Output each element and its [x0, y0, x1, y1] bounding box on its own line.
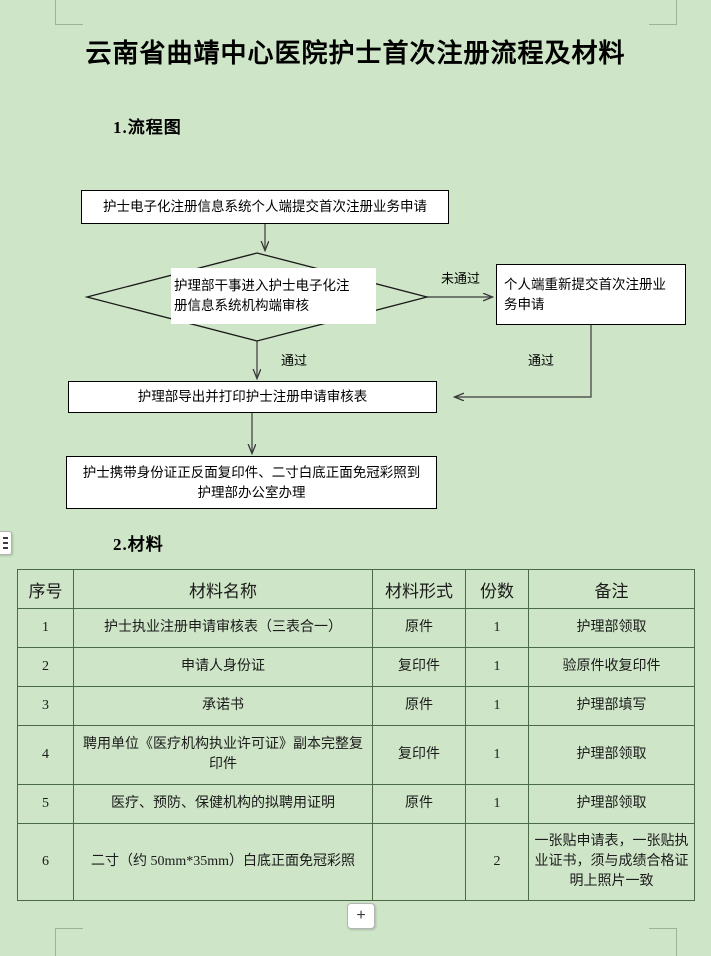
- flow-edge-label-passed-left: 通过: [281, 353, 308, 368]
- flowchart-connectors: [84, 224, 592, 525]
- cell-note: 验原件收复印件: [528, 647, 695, 687]
- table-header-row: 序号 材料名称 材料形式 份数 备注: [17, 569, 695, 609]
- flow-node-submit-application-label: 护士电子化注册信息系统个人端提交首次注册业务申请: [103, 199, 427, 215]
- cell-name: 二寸（约 50mm*35mm）白底正面免冠彩照: [73, 823, 373, 901]
- cell-form: 原件: [372, 686, 466, 726]
- materials-table: 序号 材料名称 材料形式 份数 备注 1 护士执业注册申请审核表（三表合一） 原…: [17, 569, 695, 901]
- flowchart: 护士电子化注册信息系统个人端提交首次注册业务申请 护理部干事进入护士电子化注 册…: [66, 190, 686, 525]
- cell-form: 原件: [372, 608, 466, 648]
- flow-edge-label-passed-right: 通过: [528, 353, 555, 368]
- cell-form: 复印件: [372, 647, 466, 687]
- cell-name: 聘用单位《医疗机构执业许可证》副本完整复印件: [73, 725, 373, 785]
- flow-node-review-decision-line1: 护理部干事进入护士电子化注: [174, 277, 350, 293]
- handle-line-2: [3, 542, 8, 544]
- cell-count: 1: [465, 608, 529, 648]
- flow-node-bring-materials: 护士携带身份证正反面复印件、二寸白底正面免冠彩照到 护理部办公室办理: [66, 456, 437, 509]
- cell-count: 1: [465, 647, 529, 687]
- flow-node-export-print-form-label: 护理部导出并打印护士注册申请审核表: [137, 389, 368, 405]
- add-row-button[interactable]: +: [347, 903, 375, 929]
- table-header-note: 备注: [528, 569, 695, 609]
- cell-index: 2: [17, 647, 74, 687]
- table-row: 1 护士执业注册申请审核表（三表合一） 原件 1 护理部领取: [17, 608, 695, 648]
- cell-note: 护理部领取: [528, 608, 695, 648]
- cell-index: 1: [17, 608, 74, 648]
- flow-node-bring-materials-line1: 护士携带身份证正反面复印件、二寸白底正面免冠彩照到: [82, 464, 421, 480]
- table-row: 6 二寸（约 50mm*35mm）白底正面免冠彩照 2 一张贴申请表，一张贴执业…: [17, 823, 695, 901]
- cell-index: 6: [17, 823, 74, 901]
- handle-line-1: [3, 537, 8, 539]
- flow-node-resubmit-application-line1: 个人端重新提交首次注册业: [504, 276, 666, 292]
- cell-count: 2: [465, 823, 529, 901]
- table-row: 3 承诺书 原件 1 护理部填写: [17, 686, 695, 726]
- cell-note: 护理部填写: [528, 686, 695, 726]
- flow-node-resubmit-application-line2: 务申请: [504, 296, 545, 312]
- table-row: 4 聘用单位《医疗机构执业许可证》副本完整复印件 复印件 1 护理部领取: [17, 725, 695, 785]
- cell-index: 5: [17, 784, 74, 824]
- section-heading-materials: 2.材料: [113, 535, 164, 554]
- section-heading-flowchart: 1.流程图: [113, 118, 182, 137]
- cell-name: 护士执业注册申请审核表（三表合一）: [73, 608, 373, 648]
- flow-node-submit-application: 护士电子化注册信息系统个人端提交首次注册业务申请: [81, 190, 449, 224]
- flow-node-export-print-form: 护理部导出并打印护士注册申请审核表: [68, 381, 437, 413]
- table-header-name: 材料名称: [73, 569, 373, 609]
- cell-count: 1: [465, 725, 529, 785]
- cell-name: 医疗、预防、保健机构的拟聘用证明: [73, 784, 373, 824]
- table-header-index: 序号: [17, 569, 74, 609]
- table-header-form: 材料形式: [372, 569, 466, 609]
- handle-line-3: [3, 547, 8, 549]
- table-row: 2 申请人身份证 复印件 1 验原件收复印件: [17, 647, 695, 687]
- cell-note: 护理部领取: [528, 784, 695, 824]
- cell-form: 复印件: [372, 725, 466, 785]
- cell-note: 护理部领取: [528, 725, 695, 785]
- table-move-handle-icon[interactable]: [0, 531, 12, 555]
- cell-name: 承诺书: [73, 686, 373, 726]
- table-header-count: 份数: [465, 569, 529, 609]
- cell-count: 1: [465, 686, 529, 726]
- page-title: 云南省曲靖中心医院护士首次注册流程及材料: [85, 39, 626, 68]
- cell-count: 1: [465, 784, 529, 824]
- table-row: 5 医疗、预防、保健机构的拟聘用证明 原件 1 护理部领取: [17, 784, 695, 824]
- cell-form: [372, 823, 466, 901]
- cell-index: 3: [17, 686, 74, 726]
- flow-node-bring-materials-line2: 护理部办公室办理: [197, 484, 306, 500]
- flow-edge-label-not-passed: 未通过: [441, 271, 481, 286]
- cell-index: 4: [17, 725, 74, 785]
- flow-node-review-decision: 护理部干事进入护士电子化注 册信息系统机构端审核: [171, 268, 376, 324]
- flow-node-review-decision-line2: 册信息系统机构端审核: [174, 298, 309, 313]
- cell-note: 一张贴申请表，一张贴执业证书，须与成绩合格证明上照片一致: [528, 823, 695, 901]
- cell-name: 申请人身份证: [73, 647, 373, 687]
- cell-form: 原件: [372, 784, 466, 824]
- flow-node-resubmit-application: 个人端重新提交首次注册业 务申请: [496, 264, 686, 325]
